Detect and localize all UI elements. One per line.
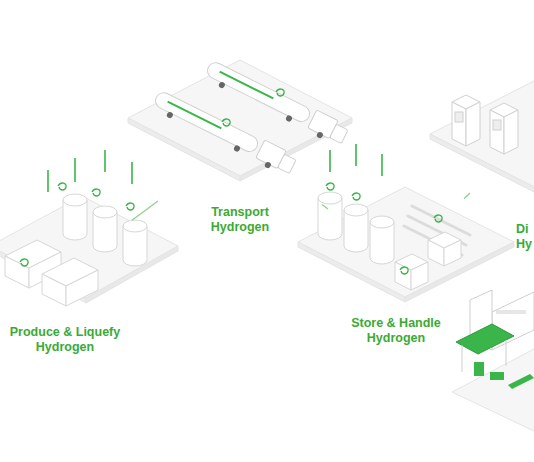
platform	[298, 187, 514, 297]
platform	[452, 348, 534, 432]
logo-mark	[222, 119, 230, 126]
fuel-station	[490, 372, 504, 380]
storage-tank	[63, 194, 87, 206]
cabinet	[395, 262, 411, 290]
tanker-truck	[219, 71, 274, 100]
stage-area: Di Hy	[470, 70, 534, 256]
logo-mark	[400, 267, 408, 274]
platform	[240, 118, 352, 181]
dispenser	[455, 112, 463, 122]
rack	[412, 206, 470, 235]
stack-line	[104, 150, 106, 172]
container	[42, 274, 66, 306]
stack-line	[131, 162, 133, 184]
dispenser	[490, 110, 504, 154]
cabinet	[428, 240, 444, 266]
stage-label: Transport Hydrogen	[190, 205, 290, 235]
label-group: Produce & Liquefy Hydrogen	[0, 325, 132, 355]
tanker-truck	[285, 114, 293, 122]
fuel-station	[456, 290, 534, 389]
storage-tank	[63, 192, 394, 266]
logo-mark	[276, 89, 284, 96]
fuel-station	[496, 310, 526, 314]
tanker-truck	[153, 90, 260, 154]
stage-label: Produce & Liquefy Hydrogen	[0, 325, 133, 355]
logo-mark	[92, 189, 100, 196]
cabinet	[395, 232, 461, 290]
platform	[430, 80, 534, 188]
connector-line	[464, 193, 470, 199]
connector-line	[322, 204, 328, 209]
tanker-truck	[330, 124, 348, 143]
tanker-truck	[264, 161, 272, 169]
logo-mark	[326, 183, 334, 190]
stage-area: Store & Handle Hydrogen	[328, 175, 464, 350]
cabinet	[411, 262, 428, 290]
storage-tank	[93, 206, 117, 218]
platform	[0, 60, 534, 432]
tanker-truck	[166, 111, 174, 119]
logo-mark	[58, 183, 66, 190]
container	[5, 240, 98, 306]
dispenser	[493, 120, 501, 130]
logo-mark	[434, 215, 442, 222]
dispenser	[452, 95, 518, 154]
dispenser	[452, 102, 466, 146]
logo-mark	[352, 193, 360, 200]
stack-line	[47, 170, 49, 192]
stack-line	[74, 158, 76, 182]
tanker-truck	[316, 131, 324, 139]
stack-line	[48, 144, 382, 192]
stack-line	[329, 150, 331, 172]
tanker-truck	[218, 81, 226, 89]
logo-mark	[126, 203, 134, 210]
logo-mark	[20, 89, 442, 274]
dispenser	[504, 110, 518, 154]
stage-label: Store & Handle Hydrogen	[341, 316, 451, 346]
container	[66, 270, 98, 306]
tanker-truck	[167, 101, 222, 130]
connector-line	[132, 201, 158, 220]
platform	[128, 60, 352, 176]
stage-label: Di Hy	[516, 222, 530, 252]
storage-tank	[318, 192, 342, 204]
tanker-truck	[202, 58, 350, 148]
fuel-station	[456, 324, 514, 354]
stack-line	[355, 144, 357, 166]
storage-tank	[123, 220, 147, 232]
storage-tank	[370, 216, 394, 228]
fuel-station	[506, 340, 507, 366]
fuel-station	[462, 345, 463, 372]
tanker-truck	[205, 60, 312, 124]
label-group: Store & Handle Hydrogen	[328, 316, 464, 346]
tanker-truck	[233, 144, 241, 152]
logo-mark	[20, 259, 28, 266]
label-group: Di Hy	[516, 222, 530, 252]
stack-line	[381, 154, 383, 176]
stage-area: Transport Hydrogen	[158, 40, 322, 240]
dispenser	[466, 102, 480, 146]
container	[5, 256, 29, 288]
cabinet	[444, 240, 461, 266]
fuel-station	[474, 362, 484, 376]
stage-area: Produce & Liquefy Hydrogen	[0, 180, 132, 360]
label-group: Transport Hydrogen	[158, 205, 322, 235]
fuel-station	[508, 374, 534, 389]
tanker-truck	[278, 154, 296, 173]
storage-tank	[344, 204, 368, 216]
